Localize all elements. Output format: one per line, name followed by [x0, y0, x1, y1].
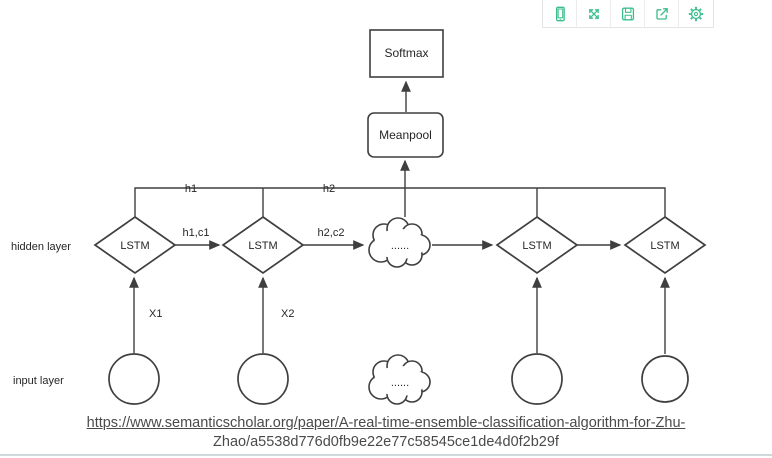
lstm5-label: LSTM — [650, 240, 679, 252]
h2c2-edge-label: h2,c2 — [318, 227, 345, 239]
meanpool-node: Meanpool — [367, 112, 444, 158]
input-ellipsis-label: ...... — [391, 377, 409, 389]
lstm4-label: LSTM — [522, 240, 551, 252]
input2-circle — [237, 353, 289, 405]
hidden-output-bus-line — [134, 187, 666, 218]
x2-edge-label: X2 — [281, 308, 294, 320]
input-ellipsis-cloud: ...... — [368, 354, 431, 405]
save-button[interactable] — [611, 0, 645, 27]
lstm5-diamond — [623, 215, 707, 275]
lstm2-label: LSTM — [248, 240, 277, 252]
bottom-divider — [0, 454, 772, 456]
connector-lines — [129, 80, 670, 354]
source-link-line1[interactable]: https://www.semanticscholar.org/paper/A-… — [86, 415, 686, 431]
lstm4-diamond — [495, 215, 579, 275]
lstm1-diamond — [93, 215, 177, 275]
export-icon — [655, 7, 668, 20]
input5-circle — [641, 355, 689, 403]
lstm2-diamond — [221, 215, 305, 275]
mobile-preview-icon — [555, 6, 565, 21]
save-icon — [621, 6, 634, 20]
export-button[interactable] — [645, 0, 679, 27]
softmax-label: Softmax — [384, 46, 428, 60]
source-link-line2[interactable]: Zhao/a5538d776d0fb9e22e77c58545ce1de4d0f… — [213, 434, 559, 450]
hidden-layer-nodes — [93, 215, 707, 275]
hidden-layer-label: hidden layer — [11, 241, 71, 253]
input-layer-nodes — [108, 353, 689, 405]
fullscreen-button[interactable] — [577, 0, 611, 27]
lstm1-label: LSTM — [120, 240, 149, 252]
input-layer-label: input layer — [13, 375, 64, 387]
softmax-node: Softmax — [369, 29, 444, 78]
h2-edge-label: h2 — [323, 183, 335, 195]
hidden-ellipsis-cloud: ...... — [368, 217, 431, 268]
fullscreen-icon — [588, 8, 599, 19]
meanpool-label: Meanpool — [379, 128, 432, 142]
x1-edge-label: X1 — [149, 308, 162, 320]
h1c1-edge-label: h1,c1 — [183, 227, 210, 239]
mobile-preview-button[interactable] — [543, 0, 577, 27]
gear-icon — [688, 6, 704, 21]
source-link[interactable]: https://www.semanticscholar.org/paper/A-… — [0, 414, 772, 452]
settings-button[interactable] — [679, 0, 713, 27]
input1-circle — [108, 353, 160, 405]
h1-edge-label: h1 — [185, 183, 197, 195]
hidden-ellipsis-label: ...... — [391, 240, 409, 252]
viewer-toolbar — [542, 0, 714, 28]
input4-circle — [511, 353, 563, 405]
